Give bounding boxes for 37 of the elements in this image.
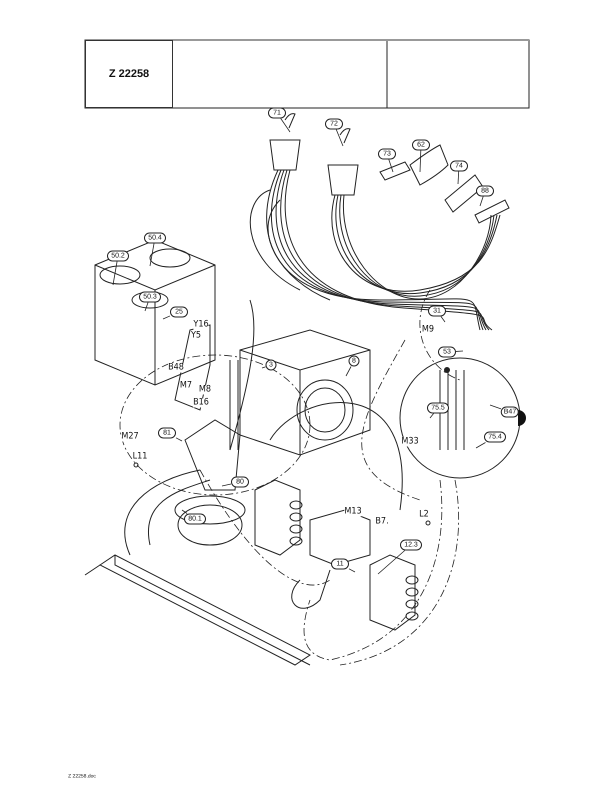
component-code: B7. bbox=[375, 518, 389, 526]
leader-line bbox=[150, 243, 154, 266]
component-code: M8 bbox=[198, 386, 212, 394]
leader-line bbox=[112, 261, 118, 286]
component-code: Y16 bbox=[193, 320, 209, 330]
leader-line bbox=[378, 550, 406, 574]
component-code: L2 bbox=[419, 510, 429, 520]
leader-line bbox=[490, 404, 502, 410]
leader-line bbox=[176, 437, 182, 442]
drawing-number-cell bbox=[85, 40, 173, 108]
component-code: L11 bbox=[132, 452, 148, 462]
component-code: M13 bbox=[344, 508, 362, 516]
leader-line bbox=[458, 171, 460, 184]
leader-line bbox=[280, 118, 290, 132]
leader-line bbox=[476, 442, 486, 448]
leader-line bbox=[262, 366, 266, 368]
leader-line bbox=[162, 316, 170, 320]
leader-line bbox=[388, 159, 394, 172]
leader-line bbox=[346, 366, 352, 376]
leader-line bbox=[182, 510, 188, 514]
leader-line bbox=[144, 302, 148, 312]
leader-line bbox=[456, 350, 464, 352]
component-code: M33 bbox=[401, 438, 419, 446]
component-code: M9 bbox=[422, 326, 434, 334]
component-code: Y5 bbox=[190, 332, 202, 340]
component-code: B48 bbox=[168, 364, 184, 372]
component-code: B16 bbox=[193, 398, 209, 408]
leader-line bbox=[336, 129, 344, 146]
drawing-number: Z 22258 bbox=[108, 68, 150, 80]
leader-line bbox=[440, 316, 446, 322]
leader-line bbox=[222, 484, 232, 486]
component-code: M7 bbox=[180, 382, 192, 390]
leader-line bbox=[348, 568, 356, 572]
leader-line bbox=[480, 196, 484, 206]
leader-line bbox=[420, 150, 422, 172]
component-code: M27 bbox=[121, 432, 139, 442]
leader-line bbox=[430, 413, 434, 418]
